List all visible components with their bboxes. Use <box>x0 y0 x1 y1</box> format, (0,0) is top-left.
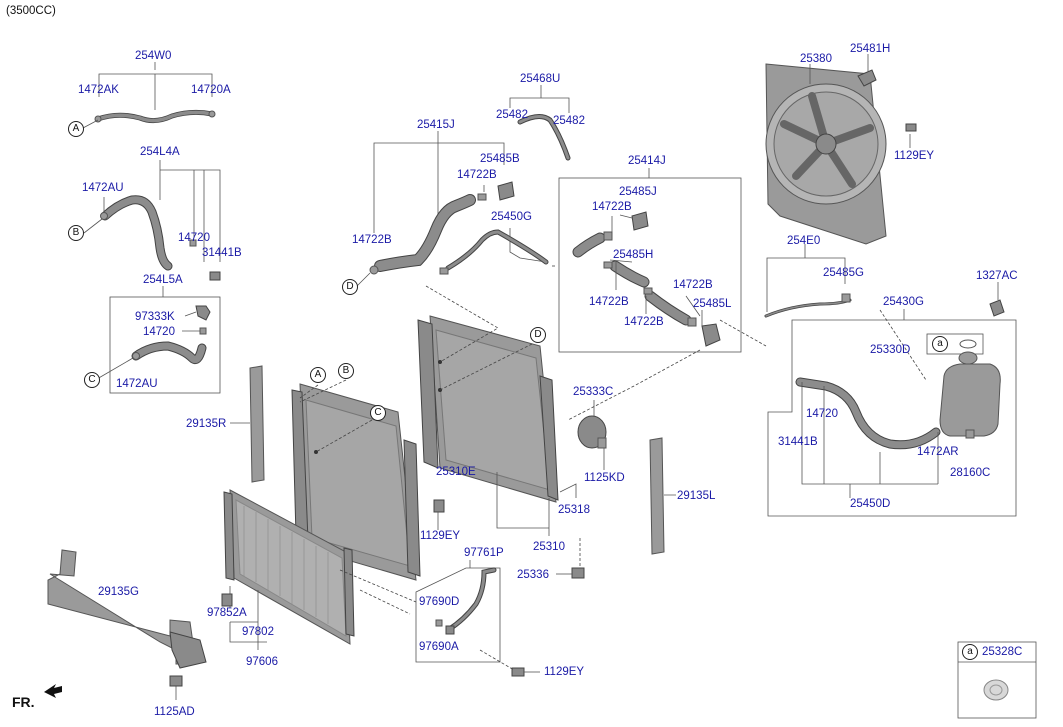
part-25485g[interactable]: 25485G <box>823 267 864 279</box>
lower-guard-29135g <box>47 549 207 700</box>
ref-b-circle: B <box>68 225 84 241</box>
hose-25468u <box>509 85 571 161</box>
part-25450d[interactable]: 25450D <box>850 498 891 510</box>
part-14720a[interactable]: 14720A <box>191 84 231 96</box>
legend-part-25328c[interactable]: 25328C <box>982 646 1023 658</box>
hose-254w0 <box>82 62 216 129</box>
part-254l4a[interactable]: 254L4A <box>140 146 180 158</box>
front-direction-label: FR. <box>12 694 35 710</box>
fan-shroud-25380 <box>765 54 917 245</box>
part-14722b-box4[interactable]: 14722B <box>624 316 664 328</box>
part-25380[interactable]: 25380 <box>800 53 832 65</box>
part-14722b-box3[interactable]: 14722B <box>589 296 629 308</box>
part-25482-left[interactable]: 25482 <box>496 109 528 121</box>
ref-b-circle-radiator: B <box>338 363 354 379</box>
part-25330d[interactable]: 25330D <box>870 344 911 356</box>
ref-c-circle: C <box>84 372 100 388</box>
part-28160c[interactable]: 28160C <box>950 467 991 479</box>
part-1472au-box[interactable]: 1472AU <box>116 378 158 390</box>
part-254e0[interactable]: 254E0 <box>787 235 821 247</box>
part-25414j[interactable]: 25414J <box>628 155 666 167</box>
part-14720-reservoir[interactable]: 14720 <box>806 408 838 420</box>
part-29135g[interactable]: 29135G <box>98 586 139 598</box>
part-25485j[interactable]: 25485J <box>619 186 657 198</box>
legend-box <box>957 641 1037 719</box>
ref-a-circle-radiator: A <box>310 367 326 383</box>
part-254w0[interactable]: 254W0 <box>135 50 172 62</box>
part-97606[interactable]: 97606 <box>246 656 278 668</box>
part-1125ad[interactable]: 1125AD <box>154 706 195 718</box>
box-25414j <box>558 168 742 353</box>
part-25415j[interactable]: 25415J <box>417 119 455 131</box>
part-97761p[interactable]: 97761P <box>464 547 504 559</box>
part-1472au[interactable]: 1472AU <box>82 182 124 194</box>
part-25485l[interactable]: 25485L <box>693 298 732 310</box>
side-guards <box>230 365 676 555</box>
part-29135l[interactable]: 29135L <box>677 490 716 502</box>
part-25310e[interactable]: 25310E <box>436 466 476 478</box>
reservoir-group <box>764 244 1017 517</box>
radiator-25310 <box>417 315 559 536</box>
ref-a-circle-reservoir: a <box>932 336 948 352</box>
bolts <box>221 483 585 607</box>
part-97333k[interactable]: 97333K <box>135 311 175 323</box>
ref-a-circle: A <box>68 121 84 137</box>
part-25468u[interactable]: 25468U <box>520 73 561 85</box>
pipe-97761p <box>415 560 540 677</box>
part-25336[interactable]: 25336 <box>517 569 549 581</box>
part-14720-box[interactable]: 14720 <box>143 326 175 338</box>
part-14722b-top[interactable]: 14722B <box>457 169 497 181</box>
part-14722b-box1[interactable]: 14722B <box>592 201 632 213</box>
part-25318[interactable]: 25318 <box>558 504 590 516</box>
part-31441b[interactable]: 31441B <box>202 247 242 259</box>
part-1472ar[interactable]: 1472AR <box>917 446 959 458</box>
part-25485b[interactable]: 25485B <box>480 153 520 165</box>
fr-arrow <box>44 684 62 698</box>
part-1129ey-pipe[interactable]: 1129EY <box>544 666 585 678</box>
hose-254l4a <box>83 160 221 281</box>
part-1125kd[interactable]: 1125KD <box>584 472 625 484</box>
engine-spec: (3500CC) <box>6 5 56 17</box>
radiator-25310e <box>291 383 421 581</box>
part-31441b-reservoir[interactable]: 31441B <box>778 436 818 448</box>
ref-d-circle: D <box>342 279 358 295</box>
condenser-97606 <box>223 489 355 650</box>
part-1472ak[interactable]: 1472AK <box>78 84 119 96</box>
fan-motor-25333c <box>577 400 607 470</box>
ref-a-circle-legend: a <box>962 644 978 660</box>
part-14720[interactable]: 14720 <box>178 232 210 244</box>
ref-c-circle-radiator: C <box>370 405 386 421</box>
part-25485h[interactable]: 25485H <box>613 249 654 261</box>
part-1327ac[interactable]: 1327AC <box>976 270 1018 282</box>
part-25482-right[interactable]: 25482 <box>553 115 585 127</box>
part-254l5a[interactable]: 254L5A <box>143 274 183 286</box>
part-25481h[interactable]: 25481H <box>850 43 891 55</box>
dashed-leaders <box>299 265 927 671</box>
ref-d-circle-radiator: D <box>530 327 546 343</box>
hose-25415j <box>355 131 549 288</box>
part-25430g[interactable]: 25430G <box>883 296 924 308</box>
part-14722b-box2[interactable]: 14722B <box>673 279 713 291</box>
part-14722b-left[interactable]: 14722B <box>352 234 392 246</box>
part-25310[interactable]: 25310 <box>533 541 565 553</box>
part-97690a[interactable]: 97690A <box>419 641 459 653</box>
part-97802[interactable]: 97802 <box>242 626 274 638</box>
part-97852a[interactable]: 97852A <box>207 607 247 619</box>
part-25450g[interactable]: 25450G <box>491 211 532 223</box>
part-29135r[interactable]: 29135R <box>186 418 227 430</box>
part-1129ey-fan[interactable]: 1129EY <box>894 150 935 162</box>
box-254l5a <box>96 286 221 394</box>
part-25333c[interactable]: 25333C <box>573 386 614 398</box>
part-1129ey-radiator[interactable]: 1129EY <box>420 530 461 542</box>
part-97690d[interactable]: 97690D <box>419 596 460 608</box>
